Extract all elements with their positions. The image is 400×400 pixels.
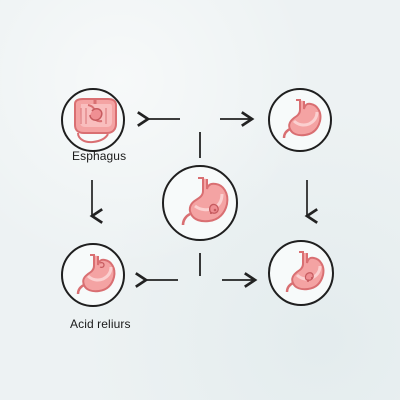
stomach-node-bottom-right[interactable]: [268, 240, 334, 306]
stomach-icon: [282, 99, 322, 139]
stomach-icon: [181, 177, 229, 226]
esophagus-intestine-icon: [74, 98, 117, 144]
stomach-node-top-right[interactable]: [268, 88, 332, 152]
stomach-icon: [76, 254, 116, 295]
stomach-node-center[interactable]: [162, 165, 238, 241]
esophagus-label: Esphagus: [72, 149, 127, 163]
stomach-node-bottom-left[interactable]: [61, 243, 125, 307]
stomach-icon: [285, 251, 325, 293]
acid-reflux-label: Acid reliurs: [70, 317, 131, 331]
esophagus-node[interactable]: [61, 88, 125, 152]
